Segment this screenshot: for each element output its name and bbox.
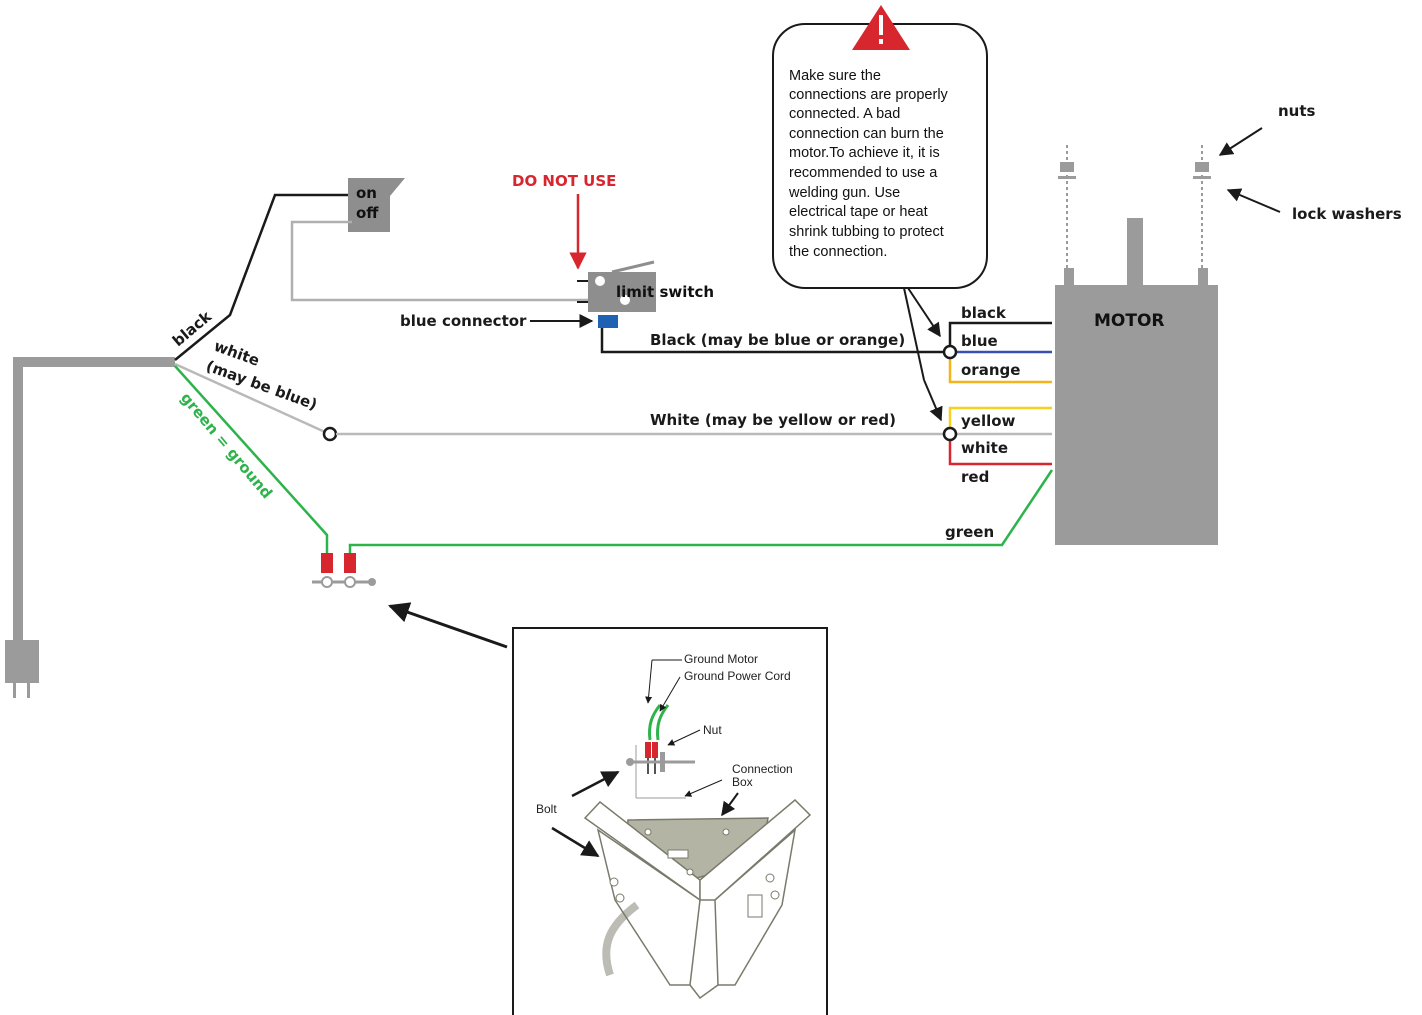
green-ground-wire-motor <box>348 469 1054 553</box>
white-wire <box>174 362 326 434</box>
blue-connector-label: blue connector <box>400 312 527 330</box>
lead-orange-label: orange <box>961 361 1020 379</box>
warning-line-6: recommended to use a <box>789 165 938 181</box>
motor: MOTOR <box>1055 218 1218 545</box>
cord-black-label: black <box>169 307 216 350</box>
warning-line-7: welding gun. Use <box>788 185 900 201</box>
plug-icon <box>5 640 39 698</box>
switch-to-limit-wire <box>290 220 588 302</box>
white-motor-splice-node <box>942 426 958 442</box>
warning-line-4: connection can burn the <box>789 126 944 142</box>
limit-switch: limit switch <box>577 260 714 312</box>
warning-line-3: connected. A bad <box>789 106 900 122</box>
warning-line-5: motor.To achieve it, it is <box>789 145 940 161</box>
warning-arrow-bottom <box>903 287 925 381</box>
black-wire-to-switch <box>174 193 352 361</box>
warning-line-2: connections are properly <box>789 87 949 103</box>
nuts-arrow <box>1218 127 1263 156</box>
lock-washers-arrow <box>1226 188 1281 213</box>
warning-arrow-bottom-tip <box>923 379 943 422</box>
motor-leads <box>948 321 1052 466</box>
white-splice-node <box>322 426 338 442</box>
warning-line-1: Make sure the <box>789 68 881 84</box>
lock-washers-label: lock washers <box>1292 205 1402 223</box>
lead-blue-label: blue <box>961 332 998 350</box>
motor-label: MOTOR <box>1094 311 1165 331</box>
green-ground-wire-cord <box>174 365 329 553</box>
warning-line-9: shrink tubbing to protect <box>789 224 944 240</box>
on-off-switch: on off <box>348 178 405 232</box>
warning-note: Make sure the connections are properly c… <box>772 23 988 289</box>
inset-connection-label: Connection <box>732 762 793 776</box>
white-main-label: White (may be yellow or red) <box>650 411 896 429</box>
warning-line-10: the connection. <box>789 244 887 260</box>
black-main-wire <box>600 328 945 354</box>
do-not-use-label: DO NOT USE <box>512 172 616 190</box>
lead-yellow-label: yellow <box>961 412 1016 430</box>
ground-terminal <box>312 553 376 588</box>
limit-switch-label: limit switch <box>616 283 714 301</box>
inset-ground-cord-label: Ground Power Cord <box>684 669 791 683</box>
nut-icon <box>1060 162 1209 172</box>
blue-connector <box>598 315 618 328</box>
green-wire-label: green <box>945 523 994 541</box>
inset-nut-label: Nut <box>703 723 722 737</box>
lead-red-label: red <box>961 468 989 486</box>
cord-green-label: green = ground <box>177 389 276 502</box>
warning-triangle-icon <box>852 5 910 50</box>
power-cord <box>13 357 175 645</box>
lead-black-label: black <box>961 304 1007 322</box>
inset-box-label: Box <box>732 775 753 789</box>
inset-box: Ground Motor Ground Power Cord Nut Conne… <box>512 627 828 1015</box>
inset-bolt-label: Bolt <box>536 802 557 816</box>
inset-pointer-arrow <box>388 602 508 649</box>
nuts-label: nuts <box>1278 102 1316 120</box>
lock-washer-icon <box>1058 176 1211 179</box>
black-splice-node <box>942 344 958 360</box>
switch-on-label: on <box>356 184 377 202</box>
black-main-label: Black (may be blue or orange) <box>650 331 905 349</box>
lead-white-label: white <box>961 439 1008 457</box>
warning-arrow-top <box>907 287 941 338</box>
switch-off-label: off <box>356 204 379 222</box>
inset-ground-motor-label: Ground Motor <box>684 652 758 666</box>
warning-line-8: electrical tape or heat <box>789 204 928 220</box>
